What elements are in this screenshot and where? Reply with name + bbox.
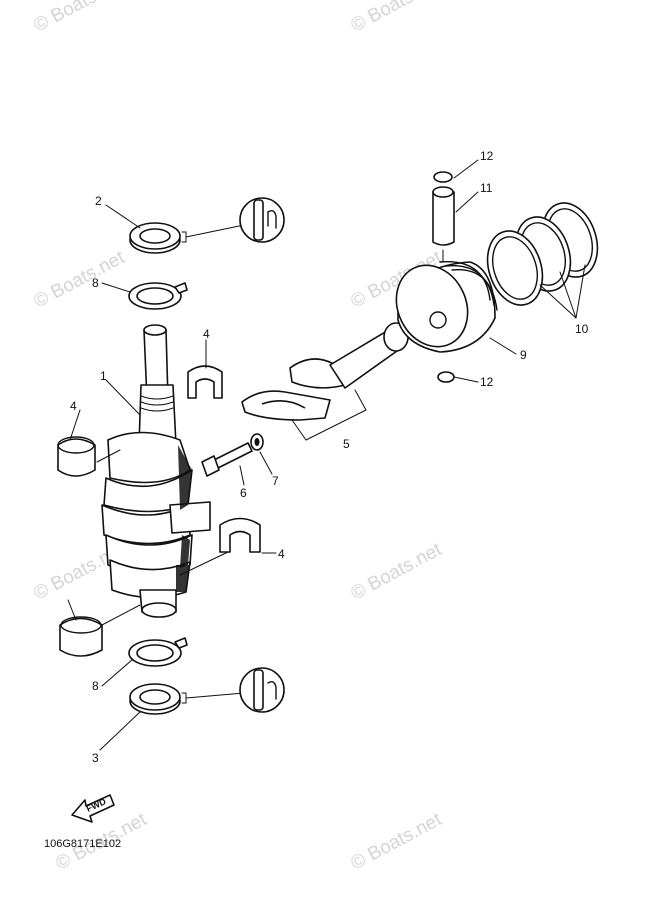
leader-lines: [67, 159, 586, 751]
watermark: © Boats.net: [30, 0, 128, 36]
callout-10: 10: [575, 322, 589, 336]
grease-tube-icon: [239, 667, 285, 713]
piston-pin: [432, 186, 455, 263]
callout-8: 8: [92, 276, 99, 290]
callout-3: 3: [92, 751, 99, 765]
piston-pin-clip-lower: [437, 371, 455, 383]
callout-8: 8: [92, 679, 99, 693]
connecting-rod: [241, 322, 409, 421]
bearing-lower-right: [219, 517, 261, 553]
piston: [395, 260, 498, 353]
callout-4: 4: [203, 327, 210, 341]
callout-labels: 2 8 1 4 4 4 8 3 6 7 5 9 10 11 12 12: [70, 149, 589, 765]
watermark: © Boats.net: [347, 809, 445, 875]
bolt: [201, 442, 253, 477]
callout-12: 12: [480, 149, 494, 163]
callout-6: 6: [240, 486, 247, 500]
watermark: © Boats.net: [30, 247, 128, 313]
piston-pin-clip-upper: [433, 171, 453, 183]
watermark: © Boats.net: [347, 0, 445, 36]
grease-tube-icon: [239, 197, 285, 243]
watermarks: © Boats.net © Boats.net © Boats.net © Bo…: [30, 0, 445, 874]
thrust-washer-upper: [128, 282, 188, 310]
watermark: © Boats.net: [347, 539, 445, 605]
piston-rings: [486, 202, 599, 306]
thrust-washer-lower: [128, 637, 188, 667]
washer: [250, 433, 264, 451]
oil-seal-lower: [129, 683, 245, 715]
bearing-upper-right: [187, 365, 223, 399]
callout-2: 2: [95, 194, 102, 208]
diagram-code: 106G8171E102: [44, 838, 121, 850]
callout-4: 4: [70, 399, 77, 413]
callout-9: 9: [520, 348, 527, 362]
callout-5: 5: [343, 437, 350, 451]
callout-1: 1: [100, 369, 107, 383]
oil-seal-upper: [129, 222, 245, 254]
callout-12: 12: [480, 375, 494, 389]
callout-4: 4: [278, 547, 285, 561]
bearing-left-lower: [59, 616, 103, 657]
bearing-left-upper: [57, 436, 96, 477]
callout-7: 7: [272, 474, 279, 488]
forward-arrow-icon: FWD: [71, 794, 115, 823]
callout-11: 11: [480, 181, 493, 195]
